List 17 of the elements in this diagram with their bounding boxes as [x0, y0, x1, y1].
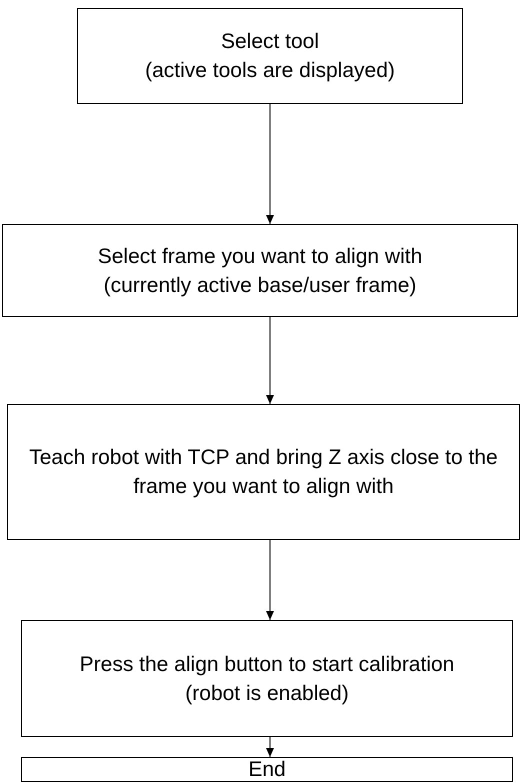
box-text: Teach robot with TCP and bring Z axis close to the frame you want to align with [28, 445, 499, 500]
process-box [2, 224, 518, 317]
box-text: (currently active base/user frame) [104, 272, 416, 298]
box-text: (active tools are displayed) [145, 58, 395, 84]
box-text: End [248, 757, 286, 783]
box-text: (robot is enabled) [185, 680, 349, 706]
process-box [21, 620, 513, 737]
arrow [266, 540, 274, 620]
process-box [21, 757, 513, 782]
box-text: Press the align button to start calibration [80, 652, 454, 678]
process-box [7, 404, 520, 540]
arrow [266, 104, 274, 224]
box-text: Select frame you want to align with [98, 244, 422, 270]
process-box [77, 8, 463, 104]
arrow [266, 316, 274, 404]
box-text: Select tool [220, 29, 320, 55]
arrow [266, 736, 274, 758]
